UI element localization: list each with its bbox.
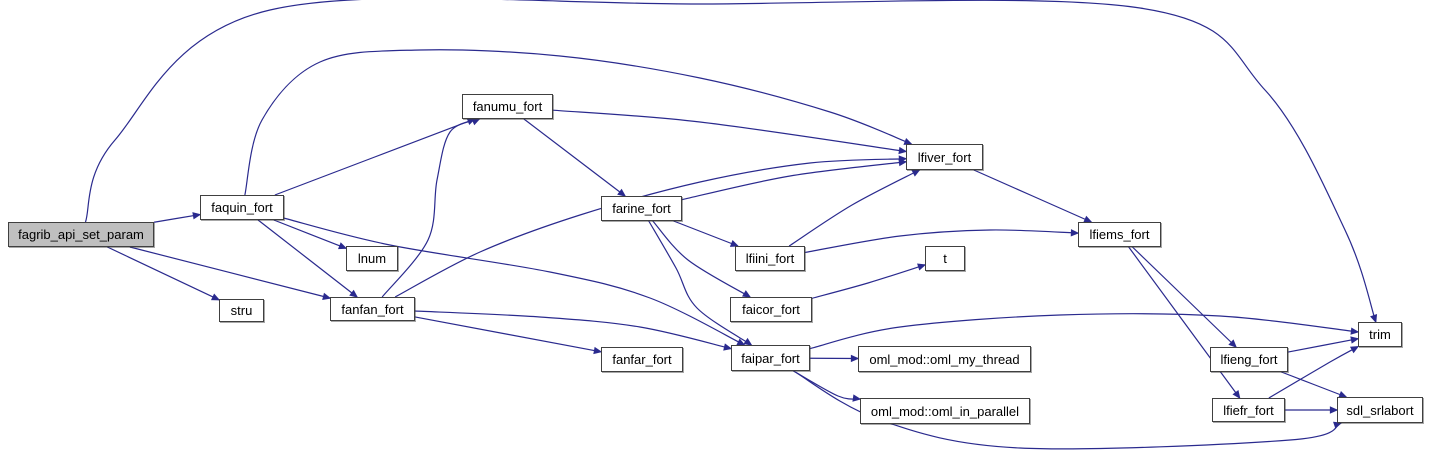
edge-farine-faicor — [652, 220, 752, 298]
edge-lfiefr-trim — [1268, 345, 1360, 399]
edge-lfiini-lfiems — [804, 229, 1080, 254]
edge-lfieng-trim — [1287, 336, 1360, 353]
edge-fagrib-trim — [84, 0, 1378, 324]
node-lfiems[interactable]: lfiems_fort — [1078, 222, 1161, 247]
node-lfiefr[interactable]: lfiefr_fort — [1212, 398, 1285, 422]
node-fagrib: fagrib_api_set_param — [8, 222, 154, 247]
node-faipar[interactable]: faipar_fort — [731, 345, 810, 371]
edge-farine-lfiini — [673, 220, 740, 247]
node-stru[interactable]: stru — [219, 299, 264, 322]
edge-faipar-trim — [809, 313, 1360, 350]
edge-farine-faipar — [648, 220, 753, 346]
edge-lfiver-lfiems — [973, 169, 1093, 223]
node-trim[interactable]: trim — [1358, 322, 1402, 347]
node-fanfar[interactable]: fanfar_fort — [601, 347, 683, 372]
edge-fanfan-fanfar — [414, 316, 603, 355]
edge-faipar-omlip — [793, 370, 862, 402]
node-faquin[interactable]: faquin_fort — [200, 195, 284, 220]
edge-faquin-faipar — [283, 217, 746, 346]
node-lfiver[interactable]: lfiver_fort — [906, 144, 983, 170]
edge-fanumu-lfiver — [552, 109, 908, 155]
node-lfiini[interactable]: lfiini_fort — [735, 246, 805, 271]
edge-fagrib-faquin — [153, 212, 202, 223]
node-farine[interactable]: farine_fort — [601, 196, 682, 221]
edge-fagrib-stru — [107, 246, 221, 301]
edge-lfiini-lfiver — [788, 169, 921, 247]
node-lfieng[interactable]: lfieng_fort — [1210, 347, 1288, 372]
edge-fanumu-farine — [523, 118, 627, 197]
node-t[interactable]: t — [925, 246, 965, 271]
node-omlmt[interactable]: oml_mod::oml_my_thread — [858, 346, 1031, 372]
node-omlip[interactable]: oml_mod::oml_in_parallel — [860, 398, 1030, 424]
edge-faicor-t — [811, 263, 927, 299]
edge-fagrib-fanfan — [129, 246, 332, 300]
edge-faipar-sdl — [793, 370, 1343, 450]
edge-fanfan-lfiver — [394, 155, 908, 298]
edge-lfiems-lfiefr — [1128, 246, 1241, 400]
edge-faquin-fanumu — [274, 118, 476, 196]
edge-faquin-lfiver — [244, 49, 913, 196]
node-fanumu[interactable]: fanumu_fort — [462, 94, 553, 119]
edge-fanfan-faipar — [414, 310, 733, 351]
node-sdl[interactable]: sdl_srlabort — [1337, 397, 1423, 423]
node-faicor[interactable]: faicor_fort — [730, 297, 812, 322]
edge-lfiems-lfieng — [1132, 246, 1237, 348]
node-fanfan[interactable]: fanfan_fort — [330, 297, 415, 321]
edge-farine-lfiver — [681, 158, 908, 201]
node-lnum[interactable]: lnum — [346, 246, 398, 271]
edge-lfieng-sdl — [1281, 371, 1348, 398]
edge-fanfan-fanumu — [381, 118, 481, 298]
edge-faquin-fanfan — [257, 219, 359, 298]
edge-faquin-lnum — [273, 219, 348, 250]
